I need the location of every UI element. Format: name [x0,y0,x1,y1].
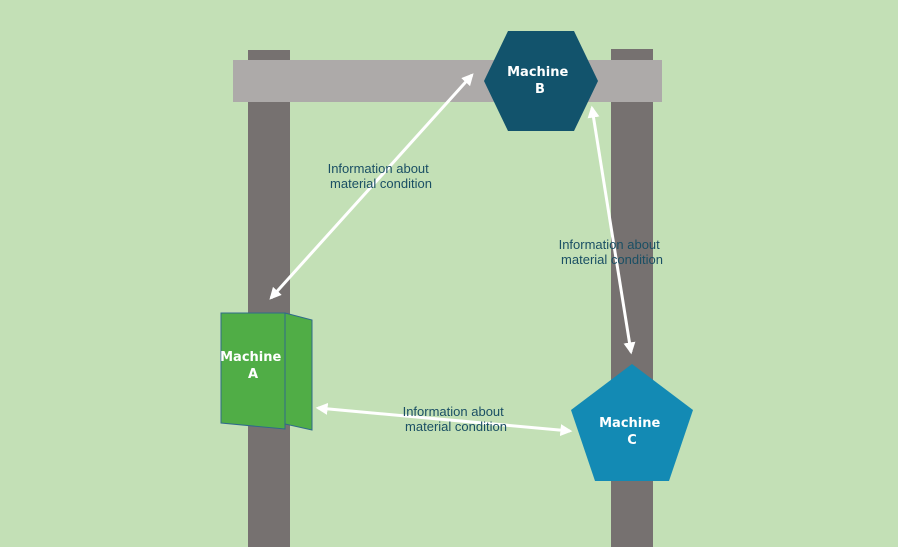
link-a-c-label: Information about material condition [403,404,508,434]
link-a-c-label-line2: material condition [405,419,507,434]
arrow-a-b [269,73,474,300]
machine-a-label: Machine A [220,350,286,382]
link-a-b-label: Information about material condition [328,161,433,191]
machine-a-label-line1: Machine [220,350,281,365]
machine-a-label-line2: A [248,367,258,382]
link-b-c-label-line1: Information about [559,237,661,252]
machine-b[interactable]: Machine B [484,31,598,131]
link-a-b-label-line2: material condition [330,176,432,191]
machine-b-label-line1: Machine [507,65,568,80]
machine-b-label: Machine B [507,65,573,97]
link-a-c-label-line1: Information about [403,404,505,419]
machine-a-front [220,312,286,430]
machine-a[interactable]: Machine A [220,312,313,431]
link-a-b-label-line1: Information about [328,161,430,176]
machine-c-label-line1: Machine [599,416,660,431]
link-b-c-label-line2: material condition [561,252,663,267]
machine-b-hexagon [484,31,598,131]
machine-a-door [284,312,313,431]
link-b-c-label: Information about material condition [559,237,664,267]
machine-c[interactable]: Machine C [571,364,693,481]
machine-b-label-line2: B [535,82,545,97]
machine-c-pentagon [571,364,693,481]
machine-c-label-line2: C [627,433,637,448]
machine-c-label: Machine C [599,416,665,448]
arrow-b-c [587,105,636,355]
arrow-a-c [315,402,573,437]
left-pillar [248,50,290,547]
